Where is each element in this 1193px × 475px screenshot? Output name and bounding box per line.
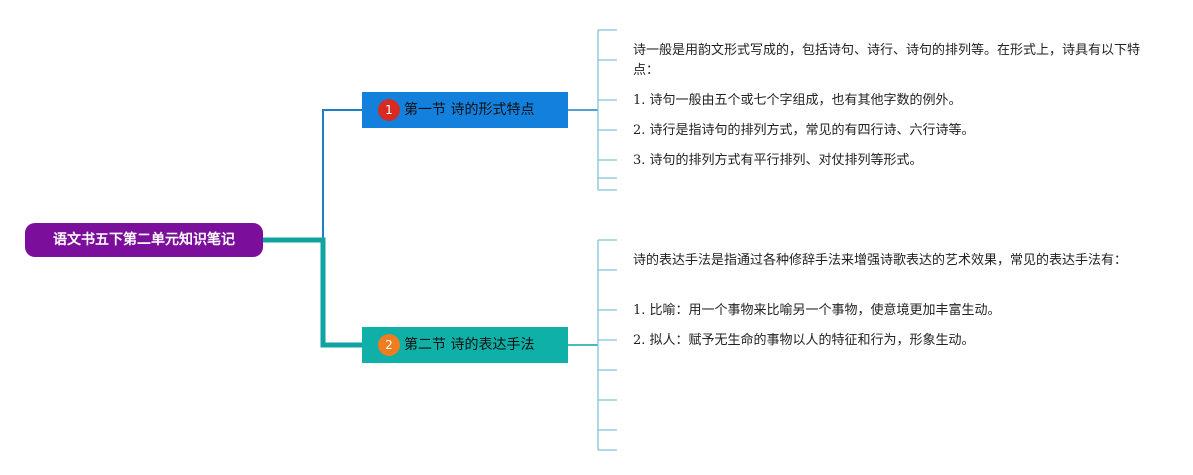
branch-topic-1[interactable]: 1 第一节 诗的形式特点 — [362, 92, 568, 128]
leaf-topic[interactable]: 1. 诗句一般由五个或七个字组成，也有其他字数的例外。 — [633, 93, 962, 108]
leaf-topic[interactable]: 1. 比喻：用一个事物来比喻另一个事物，使意境更加丰富生动。 — [633, 303, 1001, 318]
connector-root-branch-1 — [263, 109, 362, 241]
number-badge-2: 2 — [378, 334, 400, 356]
branch-label-2: 第二节 诗的表达手法 — [404, 337, 535, 353]
number-badge-1: 1 — [378, 99, 400, 121]
connector-root-branch-2 — [263, 237, 362, 348]
leaf-topic[interactable]: 诗一般是用韵文形式写成的，包括诗句、诗行、诗句的排列等。在形式上，诗具有以下特点… — [633, 43, 1141, 78]
branch-topic-2[interactable]: 2 第二节 诗的表达手法 — [362, 327, 568, 363]
root-topic[interactable]: 语文书五下第二单元知识笔记 — [25, 223, 263, 257]
bracket-branch-2 — [597, 239, 617, 451]
leaf-topic[interactable]: 诗的表达手法是指通过各种修辞手法来增强诗歌表达的艺术效果，常见的表达手法有： — [633, 253, 1128, 268]
bracket-branch-1 — [597, 29, 617, 191]
leaf-topic[interactable]: 3. 诗句的排列方式有平行排列、对仗排列等形式。 — [633, 153, 923, 168]
branch-label-1: 第一节 诗的形式特点 — [404, 102, 535, 118]
leaf-topic[interactable]: 2. 拟人：赋予无生命的事物以人的特征和行为，形象生动。 — [633, 333, 975, 348]
leaf-topic[interactable]: 2. 诗行是指诗句的排列方式，常见的有四行诗、六行诗等。 — [633, 123, 975, 138]
